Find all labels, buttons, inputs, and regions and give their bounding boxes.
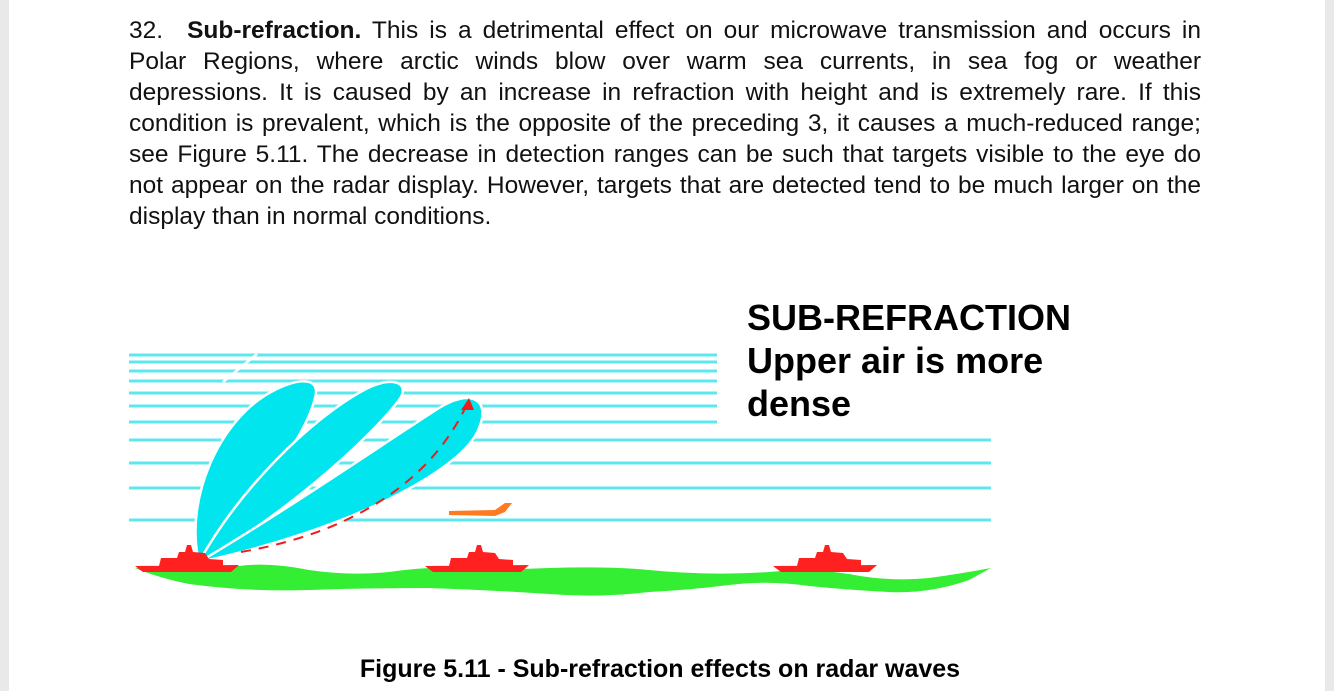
radar-lobe-middle xyxy=(195,380,405,566)
radar-lobe-icon xyxy=(194,353,484,566)
paragraph-number: 32. xyxy=(129,17,164,44)
figure-title-line3: dense xyxy=(747,383,852,424)
figure-caption: Figure 5.11 - Sub-refraction effects on … xyxy=(359,655,961,683)
ship-left xyxy=(135,545,239,572)
paragraph-body: This is a detrimental effect on our micr… xyxy=(129,17,1201,230)
ship-middle xyxy=(425,545,529,572)
sub-refraction-figure xyxy=(129,353,991,596)
sea-surface xyxy=(135,564,991,596)
aircraft-icon xyxy=(449,503,512,516)
paragraph-32: 32. Sub-refraction. This is a detrimental… xyxy=(129,15,1201,232)
ship-right xyxy=(773,545,877,572)
figure-title: SUB-REFRACTION Upper air is more dense xyxy=(747,296,1071,425)
figure-title-line1: SUB-REFRACTION xyxy=(747,297,1071,338)
document-page: 32. Sub-refraction. This is a detrimental… xyxy=(9,0,1325,691)
radar-lobe-lower xyxy=(198,396,484,564)
figure-title-line2: Upper air is more xyxy=(747,340,1044,381)
paragraph-heading: Sub-refraction. xyxy=(187,17,362,44)
ship-icon xyxy=(135,545,877,572)
radar-lobe-edge xyxy=(222,353,258,383)
beam-arrowhead xyxy=(461,398,474,410)
beam-path xyxy=(240,398,474,553)
